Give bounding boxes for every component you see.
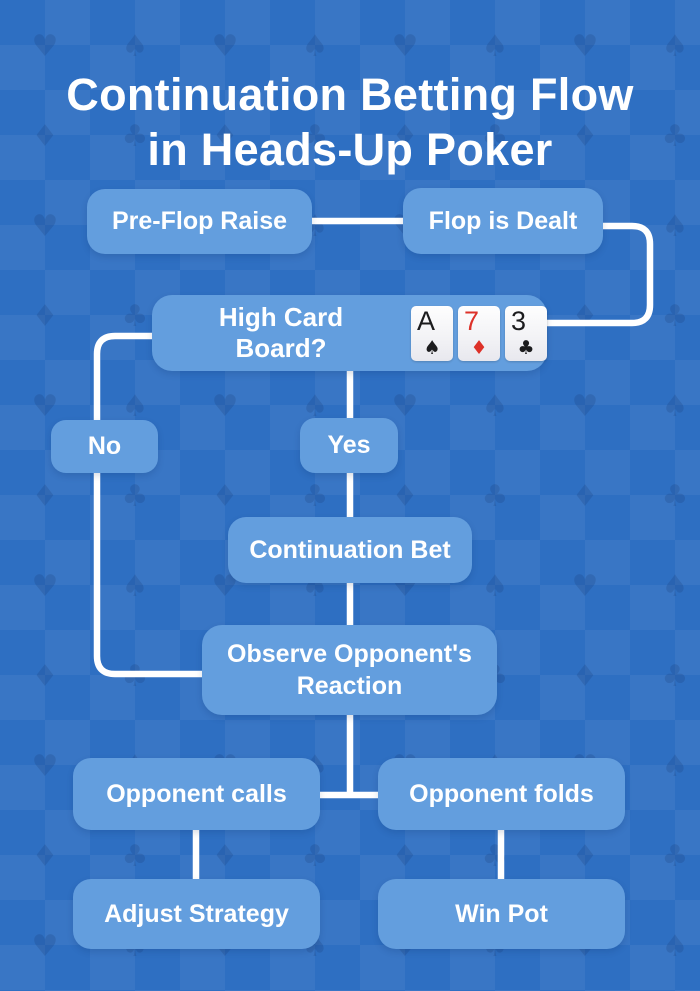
flop-cards: A ♠ 7 ♦ 3 ♣: [411, 305, 547, 361]
node-label: Flop is Dealt: [428, 206, 578, 235]
node-no: No: [51, 420, 158, 473]
page-title-line1: Continuation Betting Flow: [66, 69, 634, 121]
node-observe-opponents-reaction: Observe Opponent's Reaction: [202, 625, 497, 715]
node-win-pot: Win Pot: [378, 879, 625, 949]
node-label: No: [87, 432, 122, 460]
node-high-card-board: High Card Board? A ♠ 7 ♦ 3 ♣: [152, 295, 547, 371]
page-title: Continuation Betting Flow in Heads-Up Po…: [0, 68, 700, 178]
node-label: Opponent calls: [106, 779, 287, 808]
node-continuation-bet: Continuation Bet: [228, 517, 472, 583]
node-label: Observe Opponent's Reaction: [227, 639, 472, 701]
diamond-icon: ♦: [470, 336, 488, 359]
node-label: Pre-Flop Raise: [111, 207, 288, 235]
card-rank: A: [417, 305, 436, 336]
playing-card-seven-diamonds: 7 ♦: [458, 305, 500, 361]
node-label: Win Pot: [455, 899, 548, 928]
node-label: Yes: [327, 431, 371, 459]
club-icon: ♣: [517, 336, 535, 359]
spade-icon: ♠: [423, 336, 441, 359]
node-yes: Yes: [300, 418, 398, 473]
node-label: Opponent folds: [409, 779, 594, 808]
node-opponent-folds: Opponent folds: [378, 758, 625, 830]
card-rank: 7: [464, 305, 480, 336]
card-rank: 3: [511, 305, 527, 336]
page-title-line2: in Heads-Up Poker: [147, 124, 553, 176]
node-adjust-strategy: Adjust Strategy: [73, 879, 320, 949]
node-pre-flop-raise: Pre-Flop Raise: [87, 189, 312, 254]
node-label: Continuation Bet: [249, 535, 451, 564]
node-flop-is-dealt: Flop is Dealt: [403, 188, 603, 254]
playing-card-ace-spades: A ♠: [411, 305, 453, 361]
node-label: Adjust Strategy: [104, 899, 289, 928]
playing-card-three-clubs: 3 ♣: [505, 305, 547, 361]
node-opponent-calls: Opponent calls: [73, 758, 320, 830]
node-label: High Card Board?: [218, 302, 344, 363]
